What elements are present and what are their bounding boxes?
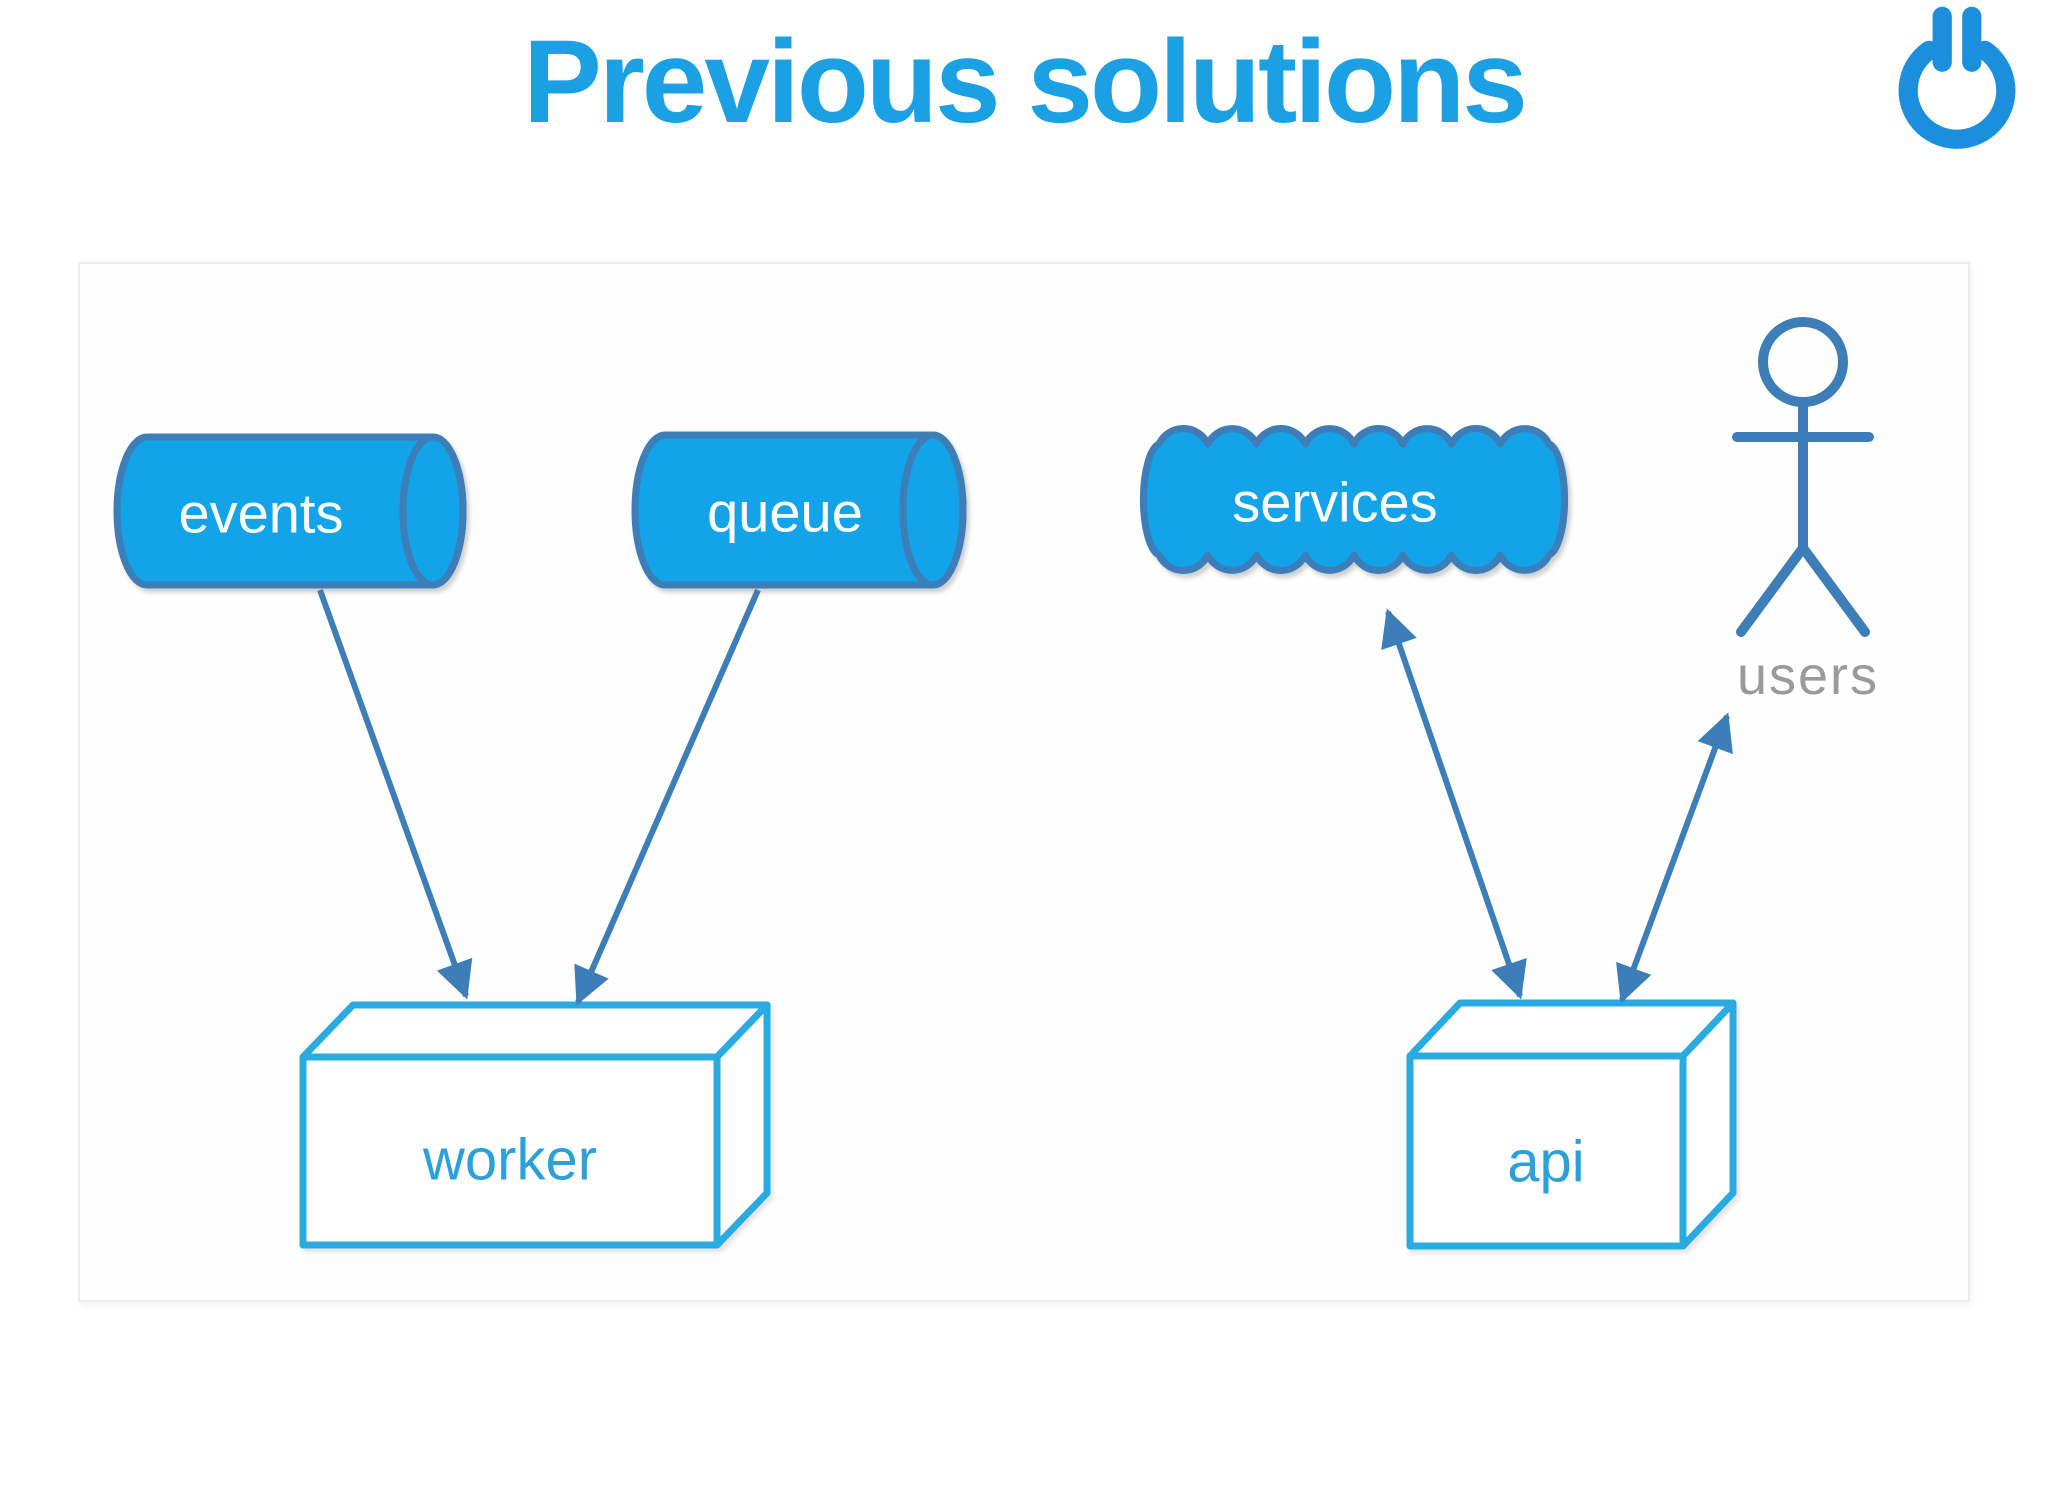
actor-right-leg	[1798, 543, 1870, 637]
edges	[317, 588, 1733, 1006]
page-title: Previous solutions	[523, 16, 1528, 148]
api-box: api	[1406, 999, 1737, 1250]
events-label: events	[179, 482, 344, 545]
worker-box: worker	[299, 1001, 771, 1249]
queue-label: queue	[707, 481, 863, 544]
edge-services-api	[1381, 608, 1527, 1000]
power-logo	[1882, 6, 2032, 154]
events-cylinder: events	[113, 433, 467, 589]
services-label: services	[1232, 471, 1437, 534]
actor-left-leg	[1736, 543, 1808, 637]
actor-head	[1758, 317, 1848, 407]
edge-users-api	[1616, 712, 1733, 1004]
queue-cylinder: queue	[631, 431, 967, 589]
power-pause-icon	[1898, 6, 2016, 149]
worker-label: worker	[422, 1128, 597, 1193]
edge-events-worker	[317, 588, 473, 1000]
services-cloud: services	[1139, 425, 1569, 574]
api-label: api	[1507, 1130, 1584, 1195]
users-actor: users	[1732, 317, 1879, 706]
edge-queue-worker	[574, 588, 761, 1006]
users-label: users	[1737, 646, 1879, 706]
